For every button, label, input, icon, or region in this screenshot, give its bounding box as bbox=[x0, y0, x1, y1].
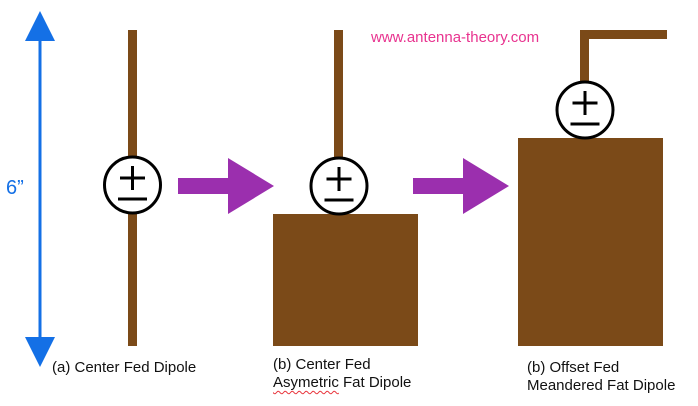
plus-minus-source-icon bbox=[309, 156, 369, 216]
dipole-wire bbox=[334, 30, 343, 160]
meander-wire-vertical bbox=[580, 30, 589, 90]
center-fed-dipole bbox=[103, 30, 162, 346]
caption-b-line2-rest: Fat Dipole bbox=[338, 374, 412, 391]
fat-block bbox=[273, 214, 418, 346]
caption-c-line2: Meandered Fat Dipole bbox=[527, 377, 676, 394]
right-arrow-icon bbox=[178, 158, 274, 214]
caption-c: (b) Offset Fed Meandered Fat Dipole bbox=[527, 359, 675, 395]
source-credit: www.antenna-theory.com bbox=[371, 29, 540, 46]
plus-minus-source-icon bbox=[103, 155, 162, 215]
caption-b-misspelled-word: Asymetric bbox=[273, 374, 339, 391]
caption-b-line1: (b) Center Fed bbox=[273, 356, 371, 373]
caption-a: (a) Center Fed Dipole bbox=[52, 359, 196, 377]
fat-block bbox=[518, 138, 663, 346]
plus-minus-source-icon bbox=[555, 80, 615, 140]
right-arrow-icon bbox=[413, 158, 509, 214]
caption-c-line1: (b) Offset Fed bbox=[527, 359, 620, 376]
dimension-label: 6” bbox=[6, 177, 24, 199]
caption-b-line2: Asymetric Fat Dipole bbox=[273, 374, 411, 392]
caption-a-line1: (a) Center Fed Dipole bbox=[52, 359, 197, 376]
meander-wire-horizontal bbox=[580, 30, 667, 39]
asymmetric-fat-dipole bbox=[273, 30, 418, 346]
caption-b: (b) Center Fed Asymetric Fat Dipole bbox=[273, 356, 411, 392]
meandered-fat-dipole bbox=[518, 30, 667, 346]
